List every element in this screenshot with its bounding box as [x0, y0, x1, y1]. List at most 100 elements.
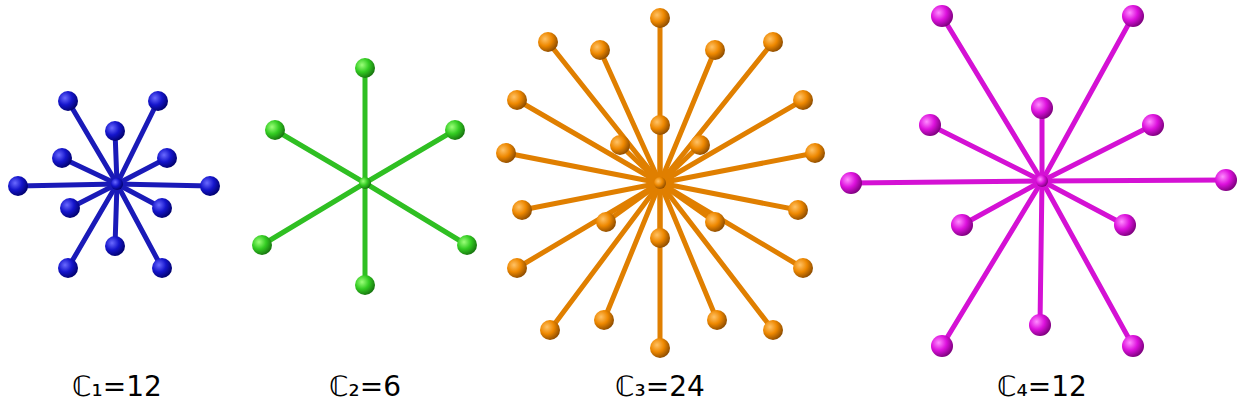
- atom-ball: [610, 135, 630, 155]
- center-atom: [111, 178, 123, 190]
- atom-ball: [1215, 169, 1237, 191]
- bond-stick: [660, 183, 803, 268]
- atom-ball: [496, 143, 516, 163]
- atom-ball: [200, 176, 220, 196]
- atom-ball: [763, 320, 783, 340]
- bond-stick: [962, 181, 1042, 225]
- bond-stick: [658, 18, 663, 183]
- atom-ball: [355, 275, 375, 295]
- atom-ball: [1114, 214, 1136, 236]
- bond-stick: [1042, 181, 1125, 225]
- coordination-label: ℂ₂=6: [329, 370, 401, 404]
- atom-ball: [707, 310, 727, 330]
- atom-ball: [105, 236, 125, 256]
- bond-stick: [942, 181, 1042, 346]
- atom-ball: [105, 121, 125, 141]
- bond-stick: [275, 130, 365, 183]
- atom-ball: [52, 148, 72, 168]
- center-atom: [359, 177, 371, 189]
- coordination-star: [8, 91, 220, 278]
- atom-ball: [152, 258, 172, 278]
- bond-stick: [660, 50, 715, 183]
- atom-ball: [157, 148, 177, 168]
- coordination-star: [840, 5, 1237, 357]
- bond-stick: [550, 183, 660, 330]
- atom-ball: [1122, 5, 1144, 27]
- bond-stick: [363, 183, 368, 285]
- atom-ball: [1142, 114, 1164, 136]
- atom-ball: [788, 200, 808, 220]
- atom-ball: [931, 335, 953, 357]
- bond-stick: [365, 130, 455, 183]
- center-atom: [1036, 175, 1048, 187]
- atom-ball: [507, 90, 527, 110]
- bond-stick: [660, 183, 715, 222]
- bond-stick: [262, 183, 365, 245]
- atom-ball: [1029, 314, 1051, 336]
- atom-ball: [457, 235, 477, 255]
- atom-ball: [252, 235, 272, 255]
- bond-stick: [517, 183, 660, 268]
- atom-ball: [445, 120, 465, 140]
- atom-ball: [650, 228, 670, 248]
- center-atom: [654, 177, 666, 189]
- bond-stick: [600, 50, 660, 183]
- atom-ball: [8, 176, 28, 196]
- atom-ball: [650, 8, 670, 28]
- atom-ball: [507, 258, 527, 278]
- atom-ball: [650, 115, 670, 135]
- bond-stick: [68, 184, 117, 268]
- bond-stick: [851, 181, 1042, 183]
- atom-ball: [58, 91, 78, 111]
- coordination-star: [252, 58, 477, 295]
- bond-stick: [1042, 181, 1133, 346]
- atom-ball: [538, 32, 558, 52]
- bond-stick: [930, 125, 1042, 181]
- atom-ball: [594, 310, 614, 330]
- atom-ball: [650, 338, 670, 358]
- bond-stick: [506, 153, 660, 183]
- atom-ball: [793, 90, 813, 110]
- bond-stick: [117, 184, 210, 186]
- atom-ball: [705, 40, 725, 60]
- atom-ball: [58, 258, 78, 278]
- atom-ball: [931, 5, 953, 27]
- atom-ball: [590, 40, 610, 60]
- bond-stick: [1042, 180, 1226, 181]
- bond-stick: [117, 184, 162, 268]
- bond-stick: [604, 183, 660, 320]
- bond-stick: [658, 183, 663, 348]
- atom-ball: [690, 135, 710, 155]
- atom-ball: [60, 198, 80, 218]
- bond-stick: [1042, 125, 1153, 181]
- atom-ball: [805, 143, 825, 163]
- bond-stick: [660, 42, 773, 183]
- atom-ball: [919, 114, 941, 136]
- atom-ball: [596, 212, 616, 232]
- bond-stick: [1040, 181, 1042, 325]
- atom-ball: [951, 214, 973, 236]
- atom-ball: [512, 200, 532, 220]
- bond-stick: [660, 183, 773, 330]
- atom-ball: [1122, 335, 1144, 357]
- bond-stick: [18, 184, 117, 186]
- coordination-star: [496, 8, 825, 358]
- atom-ball: [1031, 97, 1053, 119]
- atom-ball: [355, 58, 375, 78]
- atom-ball: [148, 91, 168, 111]
- bond-stick: [363, 68, 368, 183]
- atom-ball: [793, 258, 813, 278]
- bond-stick: [660, 183, 717, 320]
- atom-ball: [763, 32, 783, 52]
- bond-stick: [365, 183, 467, 245]
- atom-ball: [540, 320, 560, 340]
- coordination-label: ℂ₁=12: [72, 370, 162, 404]
- coordination-label: ℂ₄=12: [997, 370, 1087, 404]
- atom-ball: [152, 198, 172, 218]
- bond-stick: [548, 42, 660, 183]
- atom-ball: [840, 172, 862, 194]
- atom-ball: [705, 212, 725, 232]
- coordination-label: ℂ₃=24: [615, 370, 705, 404]
